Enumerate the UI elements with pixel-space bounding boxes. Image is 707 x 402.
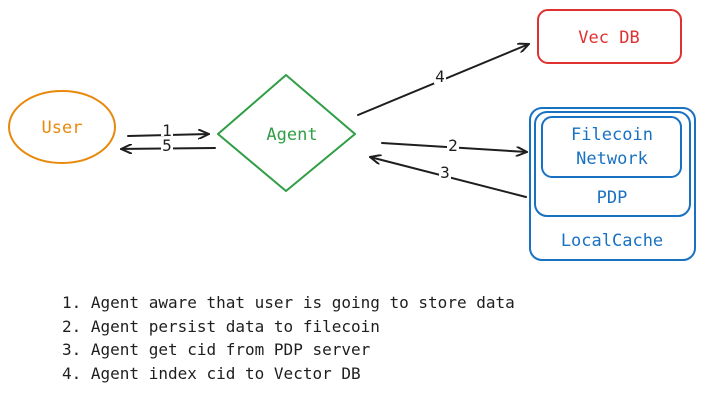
- pdp-label: PDP: [597, 188, 628, 208]
- edge-2-label: 2: [448, 136, 458, 155]
- edge-5-label: 5: [162, 136, 172, 155]
- vecdb-box: [537, 9, 682, 64]
- localcache-box: [529, 107, 696, 261]
- note-item: 1. Agent aware that user is going to sto…: [62, 293, 515, 312]
- edge-user-to-agent: 1: [127, 121, 210, 140]
- filecoin-label-line2: Network: [576, 149, 648, 169]
- edge-1-label: 1: [162, 121, 172, 140]
- vecdb-label: Vec DB: [578, 28, 639, 48]
- edge-4-label-bg: [434, 68, 446, 84]
- user-node: User: [8, 90, 116, 164]
- note-item: 4. Agent index cid to Vector DB: [62, 363, 361, 383]
- storage-stack: Filecoin Network PDP LocalCache: [529, 107, 696, 261]
- edge-agent-to-filecoin: 2: [381, 136, 528, 155]
- filecoin-label-line1: Filecoin: [571, 125, 653, 145]
- note-item: 3. Agent get cid from PDP server: [62, 340, 371, 359]
- edge-agent-to-user: 5: [120, 136, 216, 155]
- vecdb-node: Vec DB: [537, 9, 682, 64]
- edge-5-label-bg: [161, 138, 173, 152]
- edge-3-label: 3: [440, 163, 450, 182]
- note-item: 2. Agent persist data to filecoin: [62, 316, 380, 336]
- agent-diamond: [217, 74, 356, 192]
- edge-3-label-bg: [439, 165, 451, 181]
- notes-list: 1. Agent aware that user is going to sto…: [62, 291, 515, 385]
- edge-1-label-bg: [161, 124, 173, 136]
- user-label: User: [42, 118, 83, 138]
- localcache-label: LocalCache: [561, 231, 663, 251]
- agent-label: Agent: [266, 125, 317, 145]
- agent-node: Agent: [217, 74, 356, 192]
- pdp-box: [534, 111, 691, 217]
- filecoin-box: [541, 116, 682, 178]
- edge-pdp-to-agent: 3: [369, 157, 527, 198]
- edge-2-label-bg: [447, 138, 459, 154]
- edge-agent-to-vecdb: 4: [357, 44, 530, 116]
- user-ellipse: [8, 90, 116, 164]
- edge-4-label: 4: [435, 67, 445, 86]
